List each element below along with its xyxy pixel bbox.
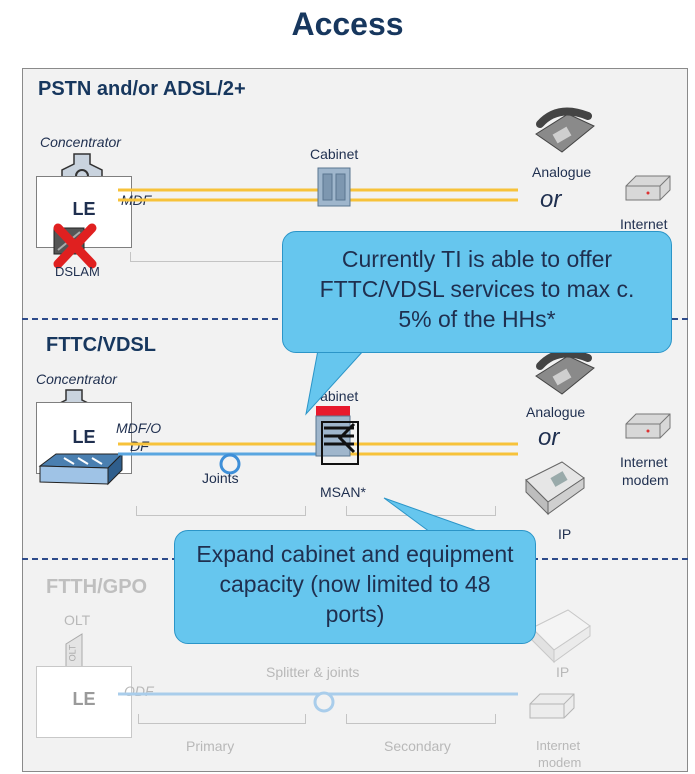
splitter-label: Splitter & joints <box>266 664 360 680</box>
msan-cabinet-icon <box>315 406 359 465</box>
section-title-fttc: FTTC/VDSL <box>46 334 156 356</box>
modem-icon-fttc <box>625 413 671 439</box>
concentrator-label: Concentrator <box>40 134 121 150</box>
internet-label-fttc-1: Internet <box>620 454 668 470</box>
switch-icon <box>38 452 124 486</box>
joints-label: Joints <box>202 470 239 486</box>
callout-ti: Currently TI is able to offer FTTC/VDSL … <box>282 231 672 353</box>
mdf-odf-label-1: MDF/O <box>116 420 162 436</box>
or-label-fttc: or <box>538 424 560 451</box>
callout-pointer-ti <box>305 349 365 416</box>
olt-label: OLT <box>64 612 91 628</box>
fiber-line-ftth <box>118 691 518 713</box>
callout-pointer-expand <box>383 497 481 533</box>
dslam-label: DSLAM <box>55 264 100 279</box>
internet-label-pstn: Internet <box>620 216 668 232</box>
primary-bracket-fttc <box>136 506 306 516</box>
primary-bracket <box>130 252 300 262</box>
le-box-ftth: LE <box>36 666 132 738</box>
secondary-label: Secondary <box>384 738 451 754</box>
ip-phone-icon-ftth <box>531 609 591 664</box>
cabinet-label-pstn: Cabinet <box>310 146 359 162</box>
analogue-phone-icon <box>535 107 595 153</box>
concentrator-label-fttc: Concentrator <box>36 371 117 387</box>
olt-device-label: OLT <box>67 644 78 662</box>
le-label-ftth: LE <box>72 689 96 709</box>
section-title-ftth: FTTH/GPO <box>46 576 148 598</box>
red-cross-icon <box>53 223 97 269</box>
le-label-fttc: LE <box>72 427 96 447</box>
analogue-label-fttc: Analogue <box>526 404 586 420</box>
analogue-phone-icon-fttc <box>535 349 595 395</box>
page-title: Access <box>291 6 404 42</box>
primary-bracket-ftth <box>138 714 306 724</box>
internet-label-ftth-1: Internet <box>536 738 581 753</box>
or-label-pstn: or <box>540 186 562 213</box>
callout-expand: Expand cabinet and equipment capacity (n… <box>174 530 536 644</box>
access-panel <box>22 68 688 772</box>
ip-label-fttc: IP <box>558 526 572 542</box>
internet-label-fttc-2: modem <box>622 472 669 488</box>
analogue-label-pstn: Analogue <box>532 164 592 180</box>
le-label: LE <box>72 199 96 219</box>
ip-label-ftth: IP <box>556 664 570 680</box>
modem-icon-ftth <box>529 693 575 719</box>
ip-phone-icon-fttc <box>525 461 585 516</box>
mdf-odf-label-2: DF <box>130 438 149 454</box>
msan-label: MSAN* <box>320 484 366 500</box>
internet-label-ftth-2: modem <box>538 755 582 770</box>
section-title-pstn: PSTN and/or ADSL/2+ <box>38 78 246 100</box>
secondary-bracket-ftth <box>346 714 496 724</box>
primary-label: Primary <box>186 738 235 754</box>
modem-icon <box>625 175 671 201</box>
cabinet-icon <box>317 167 351 207</box>
